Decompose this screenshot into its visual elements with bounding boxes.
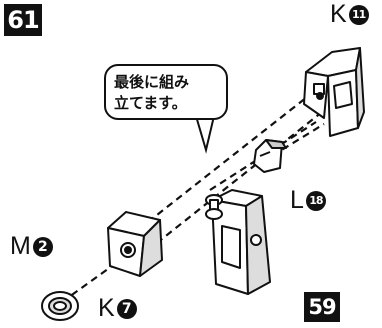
callout-line-2: 立てます。 <box>114 94 187 112</box>
callout-leader <box>194 115 216 154</box>
part-label-m2: M 2 <box>10 234 53 259</box>
part-letter: K <box>98 294 115 322</box>
part-59-assembly <box>205 189 271 295</box>
reference-step-number: 59 <box>308 295 336 319</box>
part-m2 <box>41 291 79 321</box>
part-letter: L <box>290 186 304 214</box>
step-number-badge: 61 <box>4 4 42 36</box>
step-number: 61 <box>7 6 39 34</box>
part-k11 <box>303 47 365 137</box>
assembly-guide-lines <box>61 89 325 303</box>
callout-bubble: 最後に組み 立てます。 <box>104 64 228 120</box>
part-number-badge: 11 <box>348 4 369 25</box>
part-label-l18: L 18 <box>290 188 326 213</box>
part-k7 <box>107 211 163 277</box>
callout-line-1: 最後に組み <box>114 73 190 91</box>
part-letter: M <box>10 232 31 260</box>
part-number-badge: 2 <box>32 236 53 257</box>
part-l18 <box>253 139 287 173</box>
part-letter: K <box>330 0 347 28</box>
part-number-badge: 7 <box>116 298 137 319</box>
reference-step-badge: 59 <box>304 292 340 322</box>
part-label-k7: K 7 <box>98 296 137 321</box>
part-label-k11: K 11 <box>330 2 369 27</box>
part-number-badge: 18 <box>305 190 326 211</box>
guide-line-k7-to-k11-mid <box>137 111 323 259</box>
